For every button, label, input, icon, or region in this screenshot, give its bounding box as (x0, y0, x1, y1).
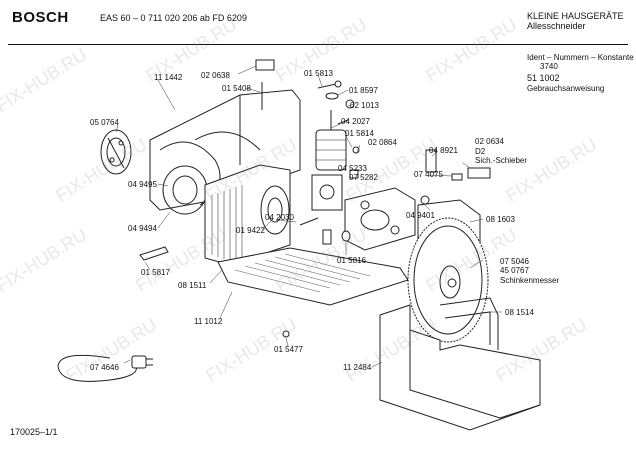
part-label: 04 9401 (406, 211, 435, 220)
base-tray-part (217, 247, 409, 306)
part-label: 08 1603 (486, 215, 515, 224)
part-label: D2 (475, 147, 486, 156)
screw-parts (255, 59, 360, 338)
subcategory: Allesschneider (527, 21, 586, 31)
part-label: 04 9494 (128, 224, 157, 233)
part-label: 07 4646 (90, 363, 119, 372)
part-label: 07 5046 (500, 257, 529, 266)
brand-logo-text: BOSCH (12, 9, 69, 26)
part-label: 02 1013 (350, 101, 379, 110)
lower-housing-part (379, 297, 541, 431)
part-label: 11 1012 (194, 317, 223, 326)
power-cord-part (57, 354, 153, 382)
model-number: EAS 60 – 0 711 020 206 ab FD 6209 (100, 13, 247, 23)
part-label: 04 9495 (128, 180, 157, 189)
part-label: 01 5477 (274, 345, 303, 354)
carriage-part (204, 164, 291, 266)
part-label: 04 8921 (429, 146, 458, 155)
part-label: Schinkenmesser (500, 276, 560, 285)
part-label: 04 2027 (341, 117, 370, 126)
part-label: 07 4075 (414, 170, 443, 179)
motor-part (311, 110, 347, 211)
part-label: 01 5814 (345, 129, 374, 138)
part-label: 07 5282 (349, 173, 378, 182)
category-block: KLEINE HAUSGERÄTE Allesschneider (527, 11, 624, 31)
part-label: 04 5233 (338, 164, 367, 173)
part-label: 01 5408 (222, 84, 251, 93)
part-label: 01 5816 (337, 256, 366, 265)
knob-cover-part (100, 129, 132, 175)
part-label: 02 0638 (201, 71, 230, 80)
part-label: 01 8597 (349, 86, 378, 95)
doc-number: 51 1002 (527, 73, 560, 83)
part-label: 01 5817 (141, 268, 170, 277)
part-label: 11 1442 (154, 73, 183, 82)
end-cap-part (139, 246, 169, 261)
ident-label: Ident – Nummern – Konstante (527, 53, 634, 62)
part-label: 11 2484 (343, 363, 372, 372)
part-label: 01 9422 (236, 226, 265, 235)
doc-label: Gebrauchsanweisung (527, 84, 605, 93)
switch-parts (420, 149, 491, 212)
motor-frame-part (344, 187, 416, 251)
category: KLEINE HAUSGERÄTE (527, 11, 624, 21)
part-label: 08 1511 (178, 281, 207, 290)
part-label: 04 2030 (265, 213, 294, 222)
blade-part (407, 217, 489, 343)
leader-lines (115, 65, 502, 368)
header-rule (8, 44, 628, 45)
part-label: 02 0864 (368, 138, 397, 147)
part-label: 02 0634 (475, 137, 504, 146)
header: BOSCH EAS 60 – 0 711 020 206 ab FD 6209 … (0, 0, 636, 44)
ident-value: 3740 (540, 62, 558, 71)
part-label: 08 1514 (505, 308, 534, 317)
page-number: 170025–1/1 (10, 427, 58, 437)
part-label: Sich.-Schieber (475, 156, 528, 165)
part-label: 01 5813 (304, 69, 333, 78)
part-label: 45 0767 (500, 266, 529, 275)
part-label: 05 0764 (90, 118, 119, 127)
